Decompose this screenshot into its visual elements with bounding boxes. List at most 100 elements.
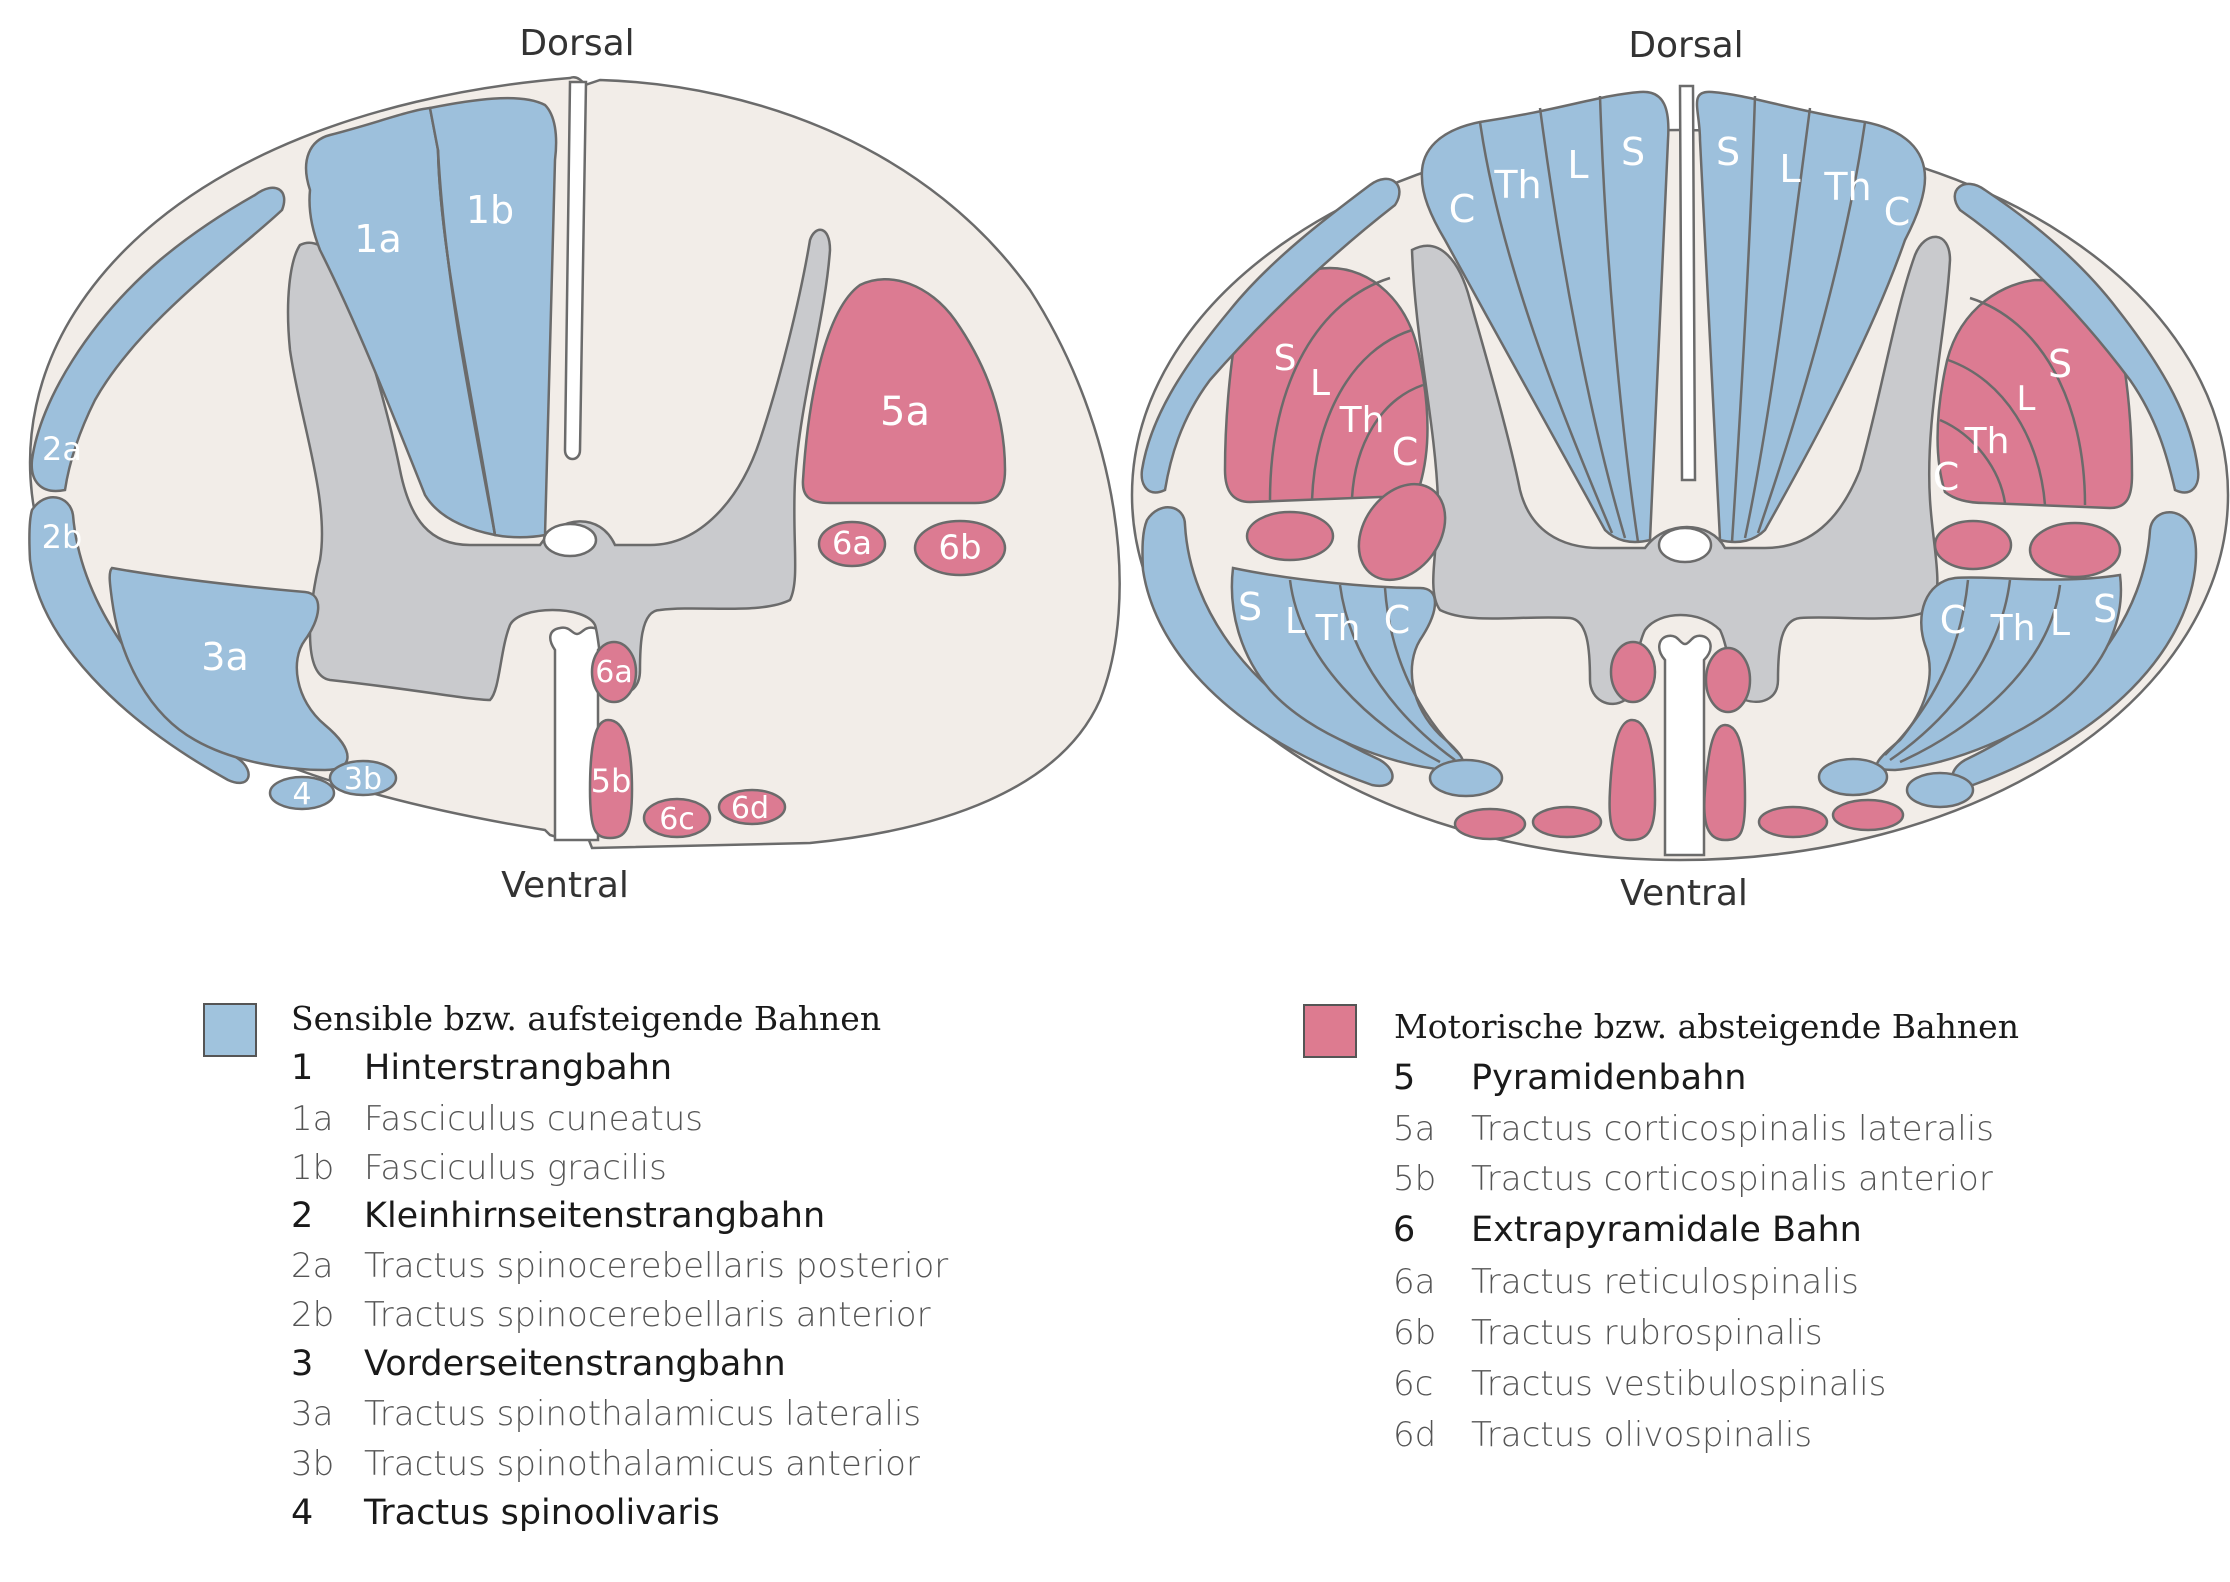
entry-name: Kleinhirnseitenstrangbahn <box>364 1196 826 1236</box>
label-5a: 5a <box>880 389 930 435</box>
outer-arc-upper-left[interactable] <box>1140 177 1401 494</box>
entry-name: Tractus spinoolivaris <box>364 1493 720 1533</box>
ventrolateral-right-Th: Th <box>1990 608 2036 649</box>
motor-ventral-right-upper[interactable] <box>1704 646 1752 714</box>
dorsal-right-Th: Th <box>1823 165 1871 209</box>
entry-name: Tractus spinothalamicus anterior <box>364 1444 920 1484</box>
entry-name: Tractus spinocerebellaris posterior <box>364 1246 949 1286</box>
tract-3b[interactable] <box>328 759 398 797</box>
label-6b: 6b <box>938 528 981 568</box>
lateral-right-C: C <box>1933 455 1960 499</box>
motor-ventral-left-mid[interactable] <box>1531 805 1603 839</box>
right-ventral-label: Ventral <box>1620 873 1748 914</box>
lateral-left-S: S <box>1274 338 1297 379</box>
lateral-right-Th: Th <box>1964 421 2010 462</box>
dorsal-left-S: S <box>1621 130 1645 174</box>
dorsal-column-left[interactable] <box>1420 90 1670 544</box>
entry-code: 5 <box>1393 1058 1416 1098</box>
lateral-right-S: S <box>2048 342 2072 386</box>
label-6a-ventral: 6a <box>595 655 632 690</box>
ventrolateral-left-S: S <box>1238 585 1262 629</box>
label-2b: 2b <box>42 518 83 556</box>
legend-motor-swatch <box>1303 1004 1357 1058</box>
motor-ventral-right-lower[interactable] <box>1703 723 1747 842</box>
entry-name: Tractus olivospinalis <box>1471 1415 1813 1455</box>
entry-code: 6 <box>1393 1210 1416 1250</box>
label-3b: 3b <box>344 762 382 797</box>
tract-5b[interactable] <box>588 718 634 840</box>
ventrolateral-right-C: C <box>1940 598 1967 642</box>
spinal-cord-diagrams: 1a 1b 2a 2b 3a 3b 4 5a 5b 6a 6b 6a 6c 6d… <box>28 23 2230 914</box>
motor-oval-left-2[interactable] <box>1341 468 1463 597</box>
label-5b: 5b <box>591 762 632 800</box>
entry-code: 6c <box>1393 1364 1434 1404</box>
outer-arc-upper-right[interactable] <box>1953 182 2200 494</box>
label-6c: 6c <box>659 802 695 837</box>
lateral-corticospinal-left[interactable] <box>1223 266 1429 504</box>
tract-6b[interactable] <box>913 519 1007 577</box>
dorsal-right-C: C <box>1884 190 1911 234</box>
entry-name: Tractus rubrospinalis <box>1471 1313 1823 1353</box>
ventral-oval-left[interactable] <box>1428 758 1504 798</box>
label-6a-lateral: 6a <box>832 524 872 562</box>
ventrolateral-right-L: L <box>2050 603 2070 644</box>
label-3a: 3a <box>201 635 248 679</box>
entry-name: Tractus corticospinalis anterior <box>1471 1159 1993 1199</box>
tract-6a-ventral[interactable] <box>590 640 638 704</box>
motor-ventral-left-lower[interactable] <box>1608 718 1657 842</box>
outer-arc-lower-left[interactable] <box>1141 506 1394 788</box>
entry-name: Tractus reticulospinalis <box>1471 1262 1859 1302</box>
entry-code: 4 <box>291 1493 314 1533</box>
left-dorsal-label: Dorsal <box>519 23 634 64</box>
ventrolateral-left-Th: Th <box>1315 608 1361 649</box>
label-6d: 6d <box>731 791 769 826</box>
ventrolateral-left-C: C <box>1384 598 1411 642</box>
entry-code: 3 <box>291 1344 314 1384</box>
tract-6d[interactable] <box>717 788 787 826</box>
entry-name: Tractus spinothalamicus lateralis <box>364 1394 922 1434</box>
dorsal-left-Th: Th <box>1493 163 1541 207</box>
dorsal-right-L: L <box>1779 147 1800 191</box>
motor-ventral-left-upper[interactable] <box>1609 640 1657 704</box>
entry-code: 1a <box>291 1099 334 1139</box>
legend-motor-title: Motorische bzw. absteigende Bahnen <box>1394 1007 2019 1046</box>
ventral-oval-right-outer[interactable] <box>1905 771 1975 809</box>
ventrolateral-tract-left[interactable] <box>1230 566 1465 772</box>
left-ventral-label: Ventral <box>501 865 629 906</box>
entry-code: 6b <box>1393 1313 1437 1353</box>
label-4: 4 <box>292 777 311 812</box>
legend-sensory-swatch <box>203 1003 257 1057</box>
lateral-corticospinal-right[interactable] <box>1936 278 2134 510</box>
left-tract-labels: 1a 1b 2a 2b 3a 3b 4 5a 5b 6a 6b 6a 6c 6d <box>42 188 982 837</box>
tract-6a-lateral[interactable] <box>817 520 887 568</box>
motor-oval-right-2[interactable] <box>2028 521 2122 579</box>
motor-ventral-left-outer[interactable] <box>1453 807 1527 841</box>
motor-oval-left-1[interactable] <box>1245 510 1335 562</box>
entry-code: 3a <box>291 1394 334 1434</box>
entry-code: 1b <box>291 1148 335 1188</box>
entry-code: 6d <box>1393 1415 1437 1455</box>
motor-oval-right-1[interactable] <box>1933 519 2013 571</box>
ventral-oval-right-inner[interactable] <box>1817 757 1889 797</box>
entry-name: Pyramidenbahn <box>1471 1058 1747 1098</box>
lateral-left-Th: Th <box>1339 400 1385 441</box>
right-dorsal-label: Dorsal <box>1628 25 1743 66</box>
entry-name: Vorderseitenstrangbahn <box>364 1344 786 1384</box>
tract-2a[interactable] <box>30 186 286 493</box>
legend-sensory-title: Sensible bzw. aufsteigende Bahnen <box>291 999 882 1038</box>
tract-5a[interactable] <box>801 277 1007 505</box>
motor-ventral-right-outer[interactable] <box>1831 798 1905 832</box>
tract-6c[interactable] <box>642 797 712 839</box>
entry-code: 6a <box>1393 1262 1436 1302</box>
tract-3a[interactable] <box>108 566 349 772</box>
entry-name: Fasciculus gracilis <box>364 1148 667 1188</box>
motor-ventral-right-mid[interactable] <box>1757 805 1829 839</box>
right-ventral-fissure <box>1658 634 1712 857</box>
lateral-right-L: L <box>2017 379 2036 419</box>
dorsal-column-right[interactable] <box>1695 90 1927 544</box>
tract-4[interactable] <box>268 775 336 811</box>
label-1a: 1a <box>354 217 401 261</box>
left-cross-section <box>28 76 1121 850</box>
entry-name: Hinterstrangbahn <box>364 1048 673 1088</box>
dorsal-left-L: L <box>1567 143 1588 187</box>
